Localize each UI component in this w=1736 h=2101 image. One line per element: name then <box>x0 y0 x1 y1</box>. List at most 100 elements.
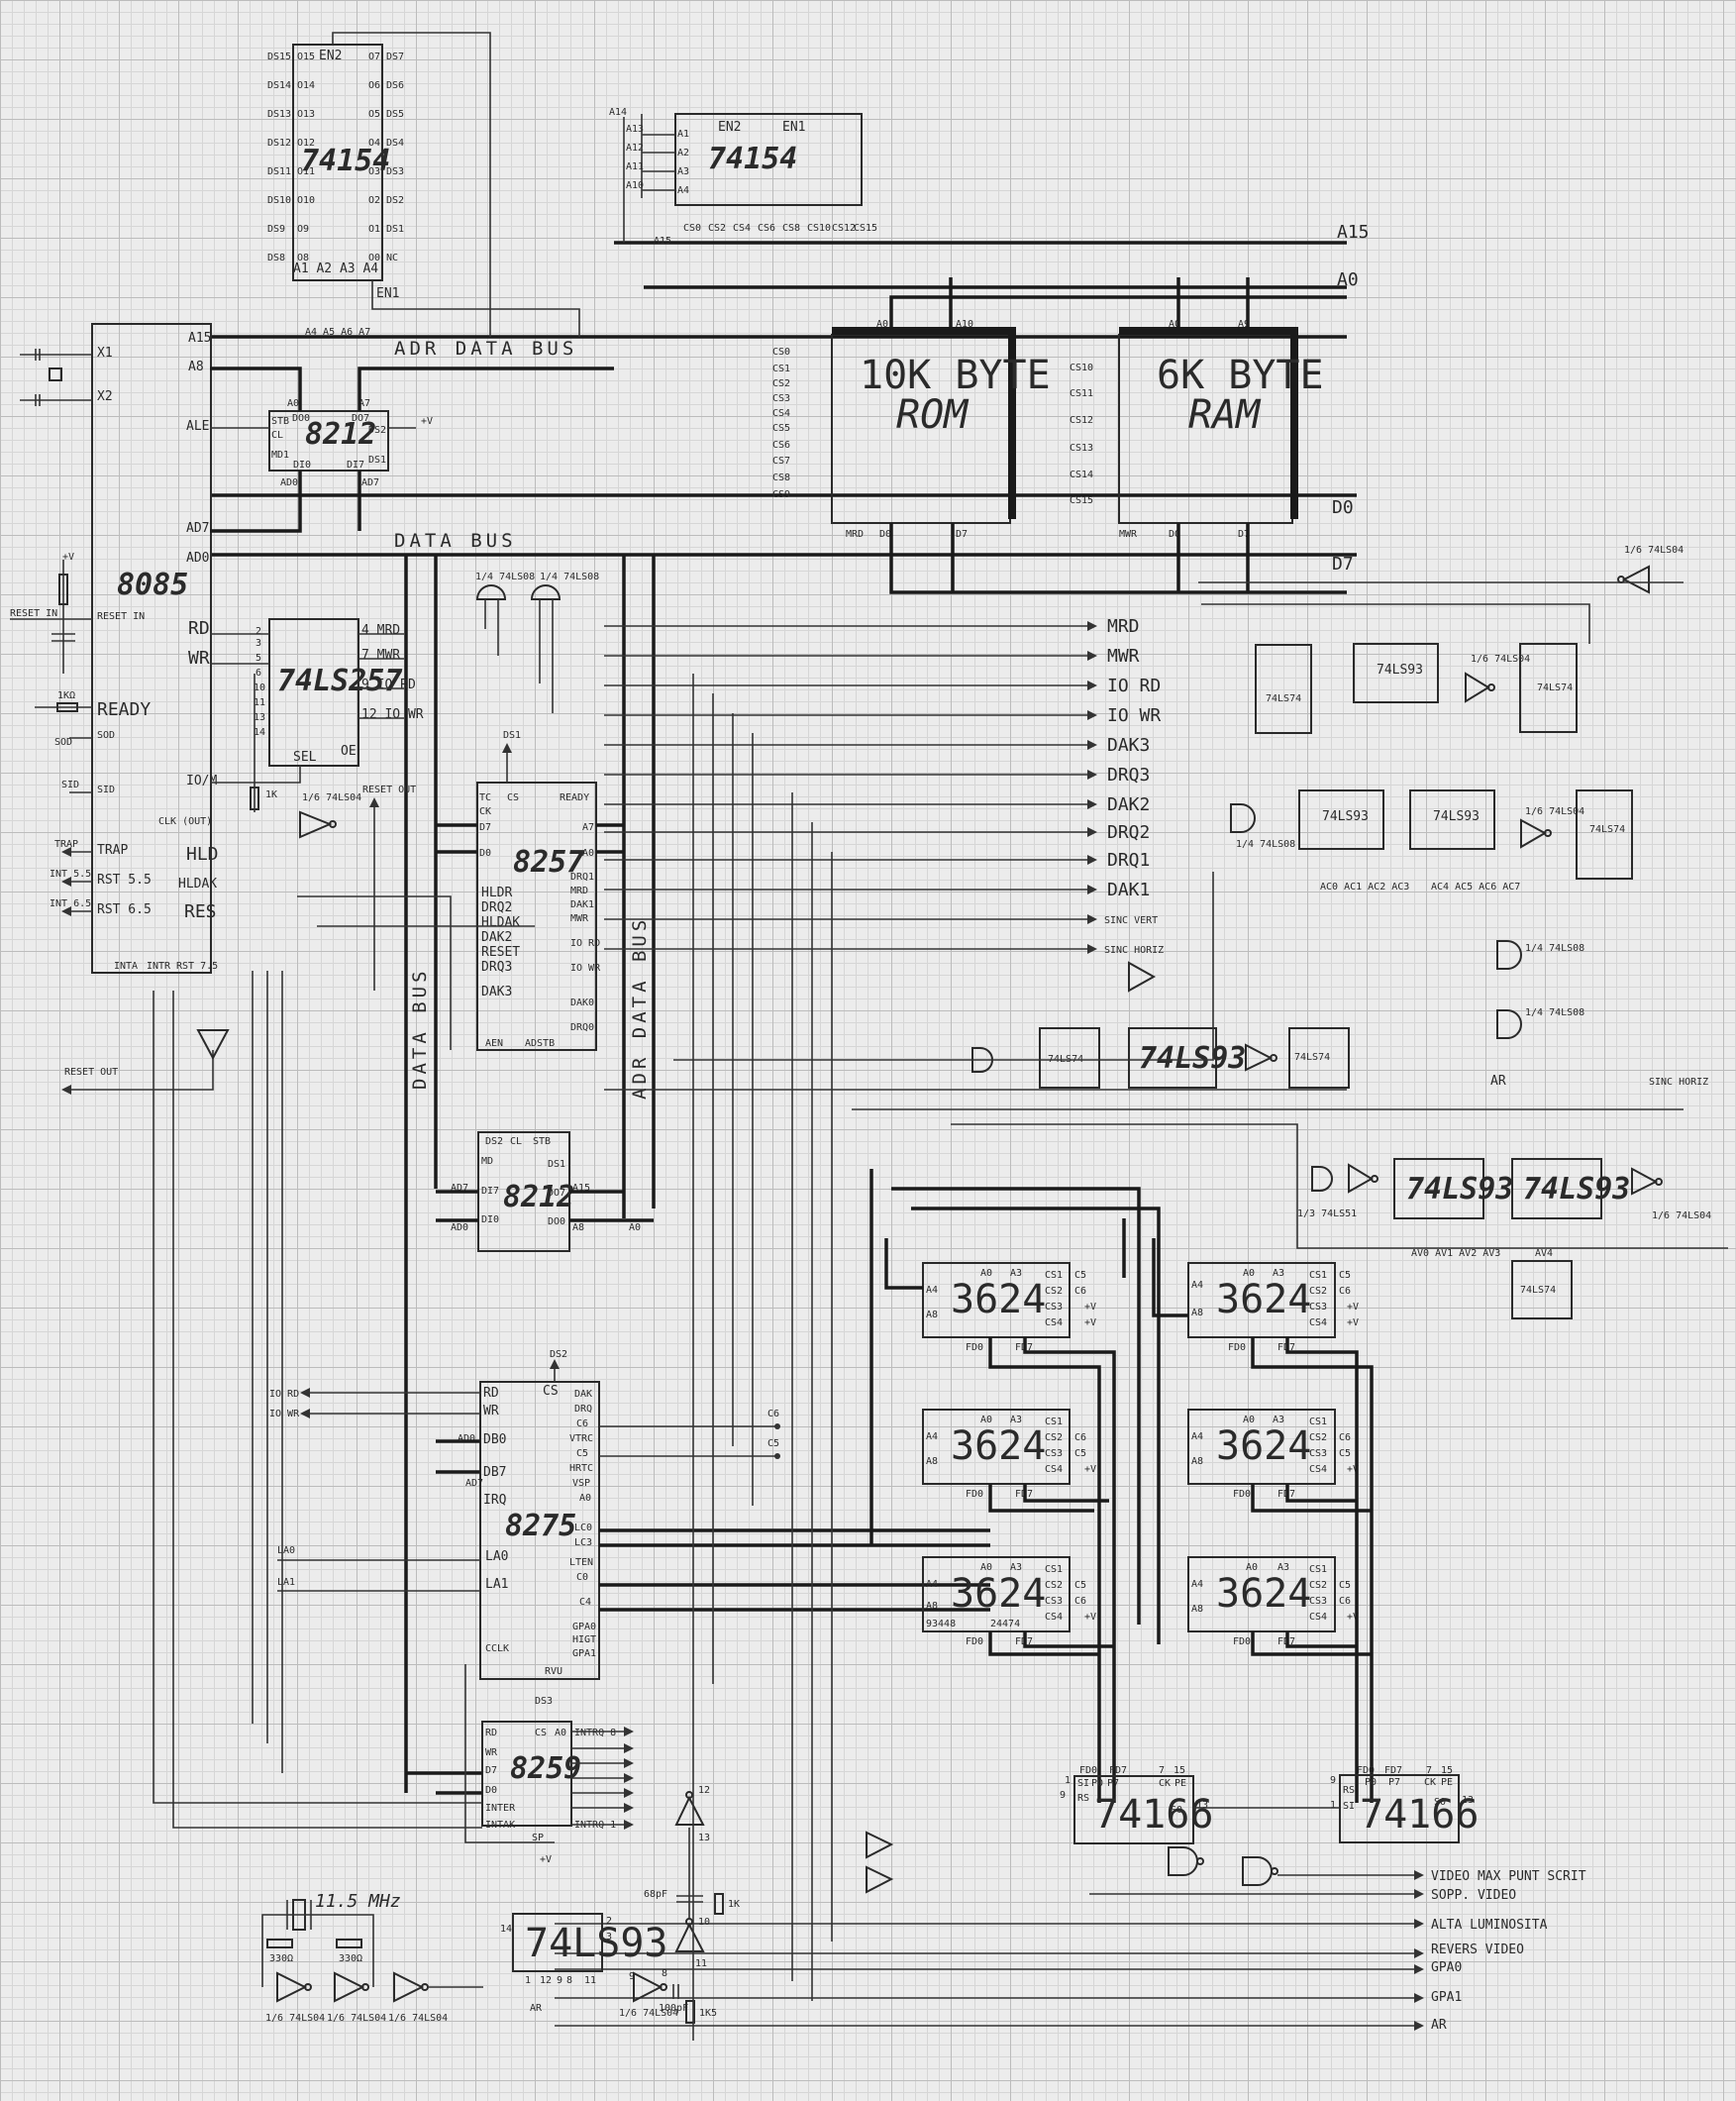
svg-text:7 MWR: 7 MWR <box>361 648 400 663</box>
bus-label-data: DATA BUS <box>394 530 517 552</box>
svg-text:INT 6.5: INT 6.5 <box>50 898 91 909</box>
svg-text:1/6 74LS04: 1/6 74LS04 <box>619 2008 678 2019</box>
svg-text:DS5: DS5 <box>386 109 404 120</box>
svg-text:DO0: DO0 <box>548 1216 565 1227</box>
svg-text:CS2: CS2 <box>1045 1432 1063 1443</box>
svg-text:RST 7.5: RST 7.5 <box>176 961 218 972</box>
svg-text:EN2: EN2 <box>718 120 741 135</box>
svg-text:A3: A3 <box>1273 1415 1284 1425</box>
char-rom-3: 3624 A4 A8 A0 A3 CS1 CS2 CS3 CS4 FD0 FD7… <box>922 1556 1096 1647</box>
svg-text:A0: A0 <box>629 1222 641 1233</box>
svg-text:CL: CL <box>510 1136 522 1147</box>
svg-text:74154: 74154 <box>301 144 390 178</box>
svg-text:RD: RD <box>188 618 210 639</box>
svg-text:3: 3 <box>606 1932 612 1943</box>
svg-text:CS4: CS4 <box>1045 1464 1063 1475</box>
svg-text:A0: A0 <box>1169 319 1180 330</box>
svg-text:DRQ2: DRQ2 <box>481 900 512 915</box>
char-rom-4: 3624 A4 A8 A0 A3 CS1 CS2 CS3 CS4 FD0 FD7… <box>1187 1262 1359 1353</box>
svg-text:INTR: INTR <box>147 961 171 972</box>
svg-text:8: 8 <box>566 1975 572 1986</box>
svg-text:GPA0: GPA0 <box>1431 1960 1462 1975</box>
svg-text:1: 1 <box>1065 1775 1071 1786</box>
svg-text:O14: O14 <box>297 80 315 91</box>
svg-text:DAK3: DAK3 <box>481 985 512 999</box>
latch-8212-mid: 8212 DS2 CL STB MD DI7 DI0 DS1 DO7 DO0 A… <box>436 1131 654 1252</box>
svg-text:A0: A0 <box>582 848 594 859</box>
svg-text:HLDAK: HLDAK <box>481 915 520 930</box>
svg-text:C0: C0 <box>576 1572 588 1583</box>
svg-text:CS: CS <box>543 1384 559 1399</box>
svg-text:CS5: CS5 <box>772 423 790 434</box>
svg-text:A7: A7 <box>582 822 594 833</box>
svg-text:RS: RS <box>1077 1793 1089 1804</box>
svg-text:MRD: MRD <box>570 886 588 896</box>
svg-text:O13: O13 <box>297 109 315 120</box>
char-rom-6: 3624 A4 A8 A0 A3 CS1 CS2 CS3 CS4 FD0 FD7… <box>1187 1556 1359 1647</box>
svg-text:SP: SP <box>532 1833 544 1843</box>
svg-text:FD0: FD0 <box>966 1342 983 1353</box>
svg-text:AD0: AD0 <box>451 1222 468 1233</box>
svg-text:FD0: FD0 <box>1233 1636 1251 1647</box>
svg-text:DS3: DS3 <box>386 166 404 177</box>
svg-text:AD7: AD7 <box>451 1183 468 1194</box>
svg-text:LA1: LA1 <box>485 1577 508 1592</box>
svg-text:330Ω: 330Ω <box>339 1953 362 1964</box>
svg-text:8212: 8212 <box>503 1180 574 1214</box>
svg-text:CS0: CS0 <box>772 347 790 358</box>
decoder-74154-right: 74154 EN2 EN1 A1 A2 A3 A4 A14 A13 A12 A1… <box>609 107 863 247</box>
svg-text:2: 2 <box>606 1916 612 1927</box>
svg-text:SEL: SEL <box>293 750 317 765</box>
net-d7: D7 <box>1332 554 1354 575</box>
svg-text:A3: A3 <box>1010 1562 1022 1573</box>
svg-text:1K5: 1K5 <box>699 2008 717 2019</box>
svg-text:A0: A0 <box>579 1493 591 1504</box>
svg-text:A0: A0 <box>1243 1415 1255 1425</box>
svg-text:C5: C5 <box>1074 1580 1086 1591</box>
svg-text:74LS74: 74LS74 <box>1520 1285 1556 1296</box>
svg-text:+V: +V <box>1084 1464 1096 1475</box>
svg-text:A3: A3 <box>1273 1268 1284 1279</box>
svg-text:DS11: DS11 <box>267 166 291 177</box>
svg-text:1: 1 <box>525 1975 531 1986</box>
rom-10k: 10K BYTE ROM A0 A10 MRD D0 D7 CS0 CS1 CS… <box>772 277 1347 594</box>
svg-text:AD7: AD7 <box>186 521 209 536</box>
svg-text:RESET: RESET <box>481 945 520 960</box>
svg-text:1/3 74LS51: 1/3 74LS51 <box>1297 1208 1357 1219</box>
svg-text:DS7: DS7 <box>386 52 404 62</box>
svg-text:CK: CK <box>1159 1778 1171 1789</box>
svg-text:P0: P0 <box>1091 1778 1103 1789</box>
svg-text:15: 15 <box>1174 1765 1185 1776</box>
svg-text:C5: C5 <box>1339 1270 1351 1281</box>
svg-text:FD0: FD0 <box>1228 1342 1246 1353</box>
svg-text:A1 A2 A3 A4: A1 A2 A3 A4 <box>293 262 378 276</box>
svg-text:MWR: MWR <box>570 913 589 924</box>
svg-text:A15: A15 <box>654 236 671 247</box>
svg-text:DS9: DS9 <box>267 224 285 235</box>
svg-text:A8: A8 <box>1191 1604 1203 1615</box>
svg-text:AR: AR <box>530 2003 543 2014</box>
svg-text:SINC VERT: SINC VERT <box>1104 915 1158 926</box>
svg-text:74LS74: 74LS74 <box>1589 824 1625 835</box>
svg-text:100pF: 100pF <box>659 2003 688 2014</box>
svg-text:3624: 3624 <box>951 1277 1046 1322</box>
svg-text:D7: D7 <box>956 529 968 540</box>
dma-8257: 8257 TC CK D7 D0 HLDR DRQ2 HLDAK DAK2 RE… <box>436 572 624 1051</box>
svg-text:+V: +V <box>1347 1612 1359 1623</box>
bus-label-adr-data: ADR DATA BUS <box>394 338 577 360</box>
svg-text:OE: OE <box>341 744 357 759</box>
svg-text:C6: C6 <box>1074 1432 1086 1443</box>
svg-text:1K: 1K <box>265 789 277 800</box>
svg-text:SINC HORIZ: SINC HORIZ <box>1649 1077 1708 1088</box>
svg-text:LA1: LA1 <box>277 1577 295 1588</box>
svg-text:74LS74: 74LS74 <box>1294 1052 1330 1063</box>
svg-text:DO7: DO7 <box>352 413 369 424</box>
svg-text:74LS257: 74LS257 <box>277 664 402 698</box>
svg-text:CK: CK <box>1424 1777 1436 1788</box>
svg-text:DAK2: DAK2 <box>481 930 512 945</box>
char-rom-2: 3624 A4 A8 A0 A3 CS1 CS2 CS3 CS4 FD0 FD7… <box>922 1409 1096 1500</box>
svg-text:RST 5.5: RST 5.5 <box>97 873 152 888</box>
svg-text:D0: D0 <box>1169 529 1180 540</box>
svg-text:READY: READY <box>560 792 589 803</box>
